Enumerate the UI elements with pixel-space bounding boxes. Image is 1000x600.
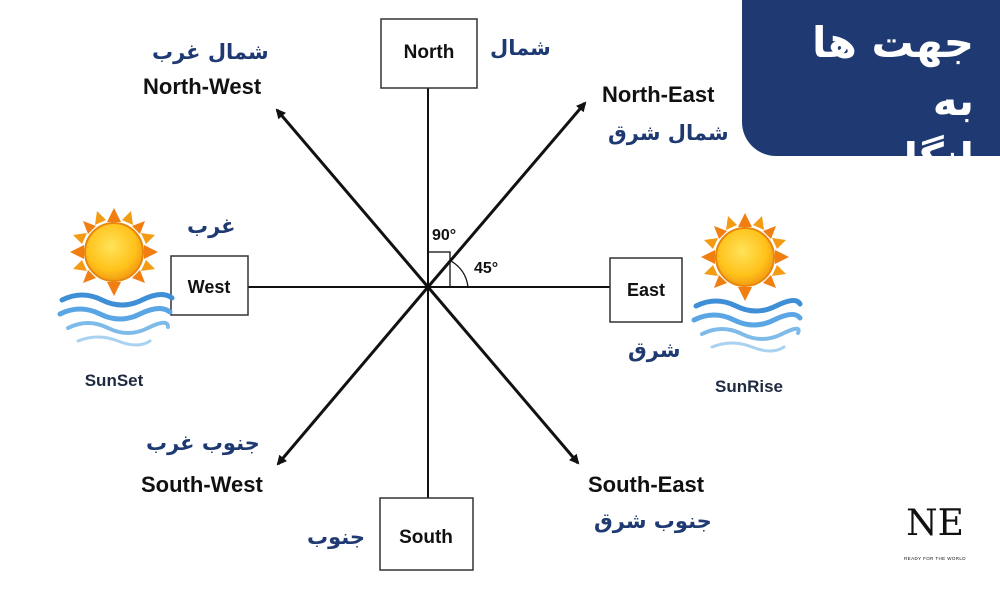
angle-arc [450, 260, 469, 288]
sunset-icon [57, 208, 175, 347]
logo-mark: NE [906, 503, 964, 544]
north-west-fa-label: شمال غرب [152, 40, 269, 64]
south-fa-label: جنوب [307, 525, 365, 549]
north-box [380, 18, 478, 89]
right-angle-marker [427, 251, 451, 288]
sunrise-icon [691, 213, 803, 353]
west-fa-label: غرب [187, 214, 236, 238]
title-line-1: جهت ها [812, 18, 974, 67]
south-west-en-label: South-West [141, 472, 263, 497]
north-east-fa-label: شمال شرق [608, 121, 729, 145]
west-box [170, 255, 249, 316]
angle-90-label: 90° [432, 227, 456, 244]
east-box-label: East [627, 280, 665, 300]
title-line-2: به انگلیسی [799, 76, 974, 183]
west-box-label: West [188, 277, 231, 297]
brand-logo: NE READY FOR THE WORLD [896, 504, 974, 570]
north-east-en-label: North-East [602, 82, 715, 107]
title-panel: جهت ها به انگلیسی [742, 0, 1000, 183]
angle-45-label: 45° [474, 260, 498, 277]
arrow-north-east [426, 101, 587, 288]
north-box-label: North [404, 42, 455, 63]
logo-tagline: READY FOR THE WORLD [904, 556, 966, 561]
south-east-fa-label: جنوب شرق [594, 509, 712, 533]
sunrise-label: SunRise [715, 377, 783, 396]
south-east-en-label: South-East [588, 472, 705, 497]
north-west-en-label: North-West [143, 74, 262, 99]
south-box [379, 497, 474, 571]
arrow-north-west [275, 108, 430, 288]
arrow-south-west [276, 286, 430, 466]
south-box-label: South [399, 527, 453, 548]
east-box [609, 257, 683, 323]
north-fa-label: شمال [490, 36, 551, 60]
east-fa-label: شرق [628, 338, 681, 362]
arrow-south-east [426, 286, 580, 465]
sunset-label: SunSet [85, 371, 144, 390]
south-west-fa-label: جنوب غرب [146, 431, 260, 455]
